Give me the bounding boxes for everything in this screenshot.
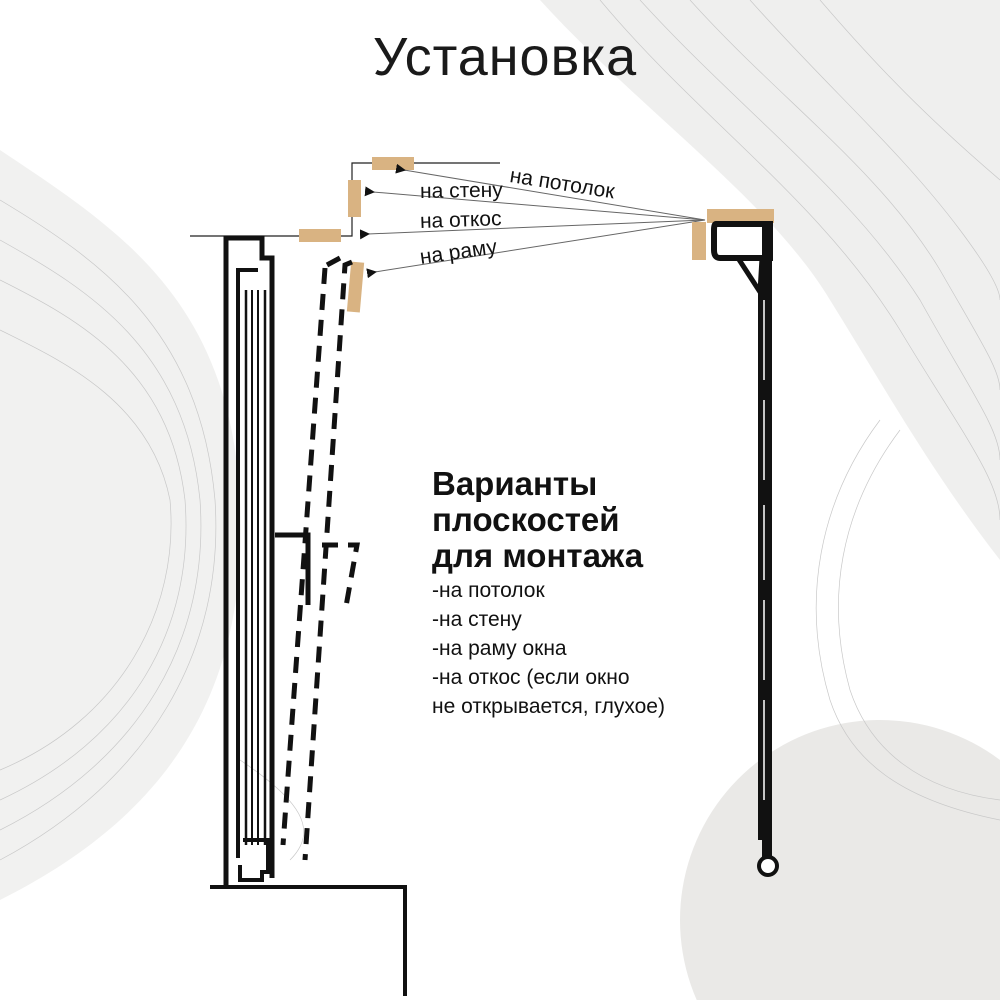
heading-line: для монтажа [432,537,644,574]
list-item: -на стену [432,608,522,631]
mount-positions [299,157,414,313]
label-slope: на откос [419,207,502,233]
list-item: -на раму окна [432,637,567,660]
heading-line: плоскостей [432,501,620,538]
list-item: -на откос (если окно [432,666,630,689]
heading-line: Варианты [432,465,598,502]
pull-ring [757,855,779,877]
window-frame [210,235,407,996]
frame-mount [346,261,365,313]
mounting-options-heading: Варианты плоскостей для монтажа [432,466,643,574]
open-sash-dashed [280,255,360,861]
roller-blind-profile [692,209,779,877]
top-right-wave-shape [540,0,1000,560]
label-wall: на стену [419,178,503,203]
left-wave-shape [0,150,241,900]
wall-mount [348,180,361,217]
pointer-arrows [359,163,706,279]
wall-mount-side [692,222,706,260]
page-title: Установка [372,27,638,87]
list-item: не открывается, глухое) [432,695,665,718]
wave-lines [0,0,1000,861]
slope-mount [299,229,341,242]
list-item: -на потолок [432,579,545,602]
ceiling-mount-side [707,209,774,223]
mounting-options-list: -на потолок -на стену -на раму окна -на … [432,576,665,721]
ceiling-mount [372,157,414,170]
